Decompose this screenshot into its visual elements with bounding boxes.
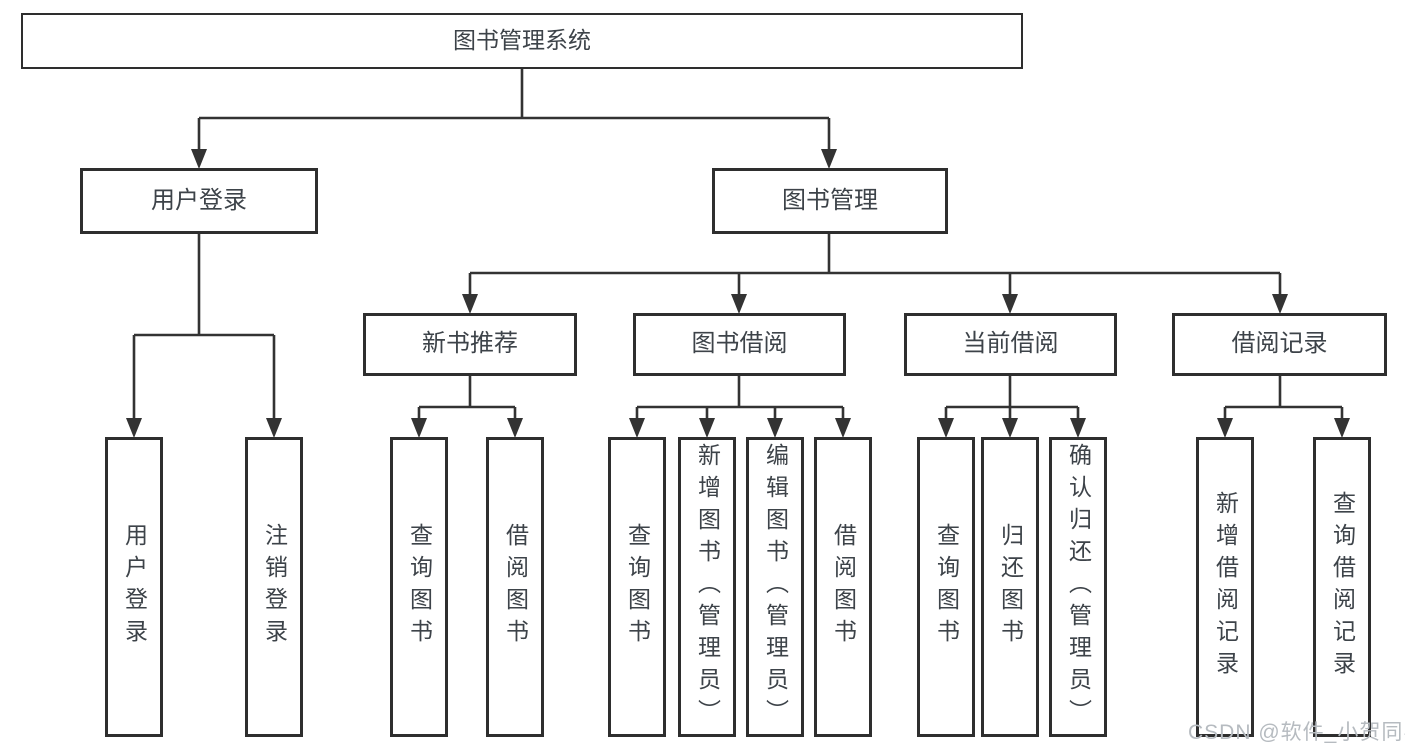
- arrowhead: [1334, 418, 1350, 438]
- node-label: 借阅图书: [830, 523, 857, 651]
- arrowhead: [1070, 418, 1086, 438]
- leaf-query-books-recommend: 查询图书: [390, 437, 448, 737]
- node-borrowing-records: 借阅记录: [1172, 313, 1387, 376]
- arrowhead: [411, 418, 427, 438]
- node-label: 新增借阅记录: [1212, 491, 1239, 683]
- arrowhead: [126, 418, 142, 438]
- arrowhead: [1002, 294, 1018, 314]
- edge-userlogin-to-leaves: [132, 234, 276, 421]
- leaf-add-book-admin: 新增图书（管理员）: [678, 437, 736, 737]
- node-book-management: 图书管理: [712, 168, 948, 234]
- leaf-add-borrow-record: 新增借阅记录: [1196, 437, 1254, 737]
- edge-bookmgmt-to-level3: [468, 234, 1282, 296]
- node-new-book-recommendation: 新书推荐: [363, 313, 577, 376]
- arrowhead: [821, 149, 837, 169]
- node-label: 图书借阅: [691, 330, 788, 358]
- arrowhead: [629, 418, 645, 438]
- node-user-login: 用户登录: [80, 168, 318, 234]
- edge-records-to-leaves: [1223, 376, 1344, 421]
- leaf-logout: 注销登录: [245, 437, 303, 737]
- arrowhead: [462, 294, 478, 314]
- arrowhead: [1217, 418, 1233, 438]
- leaf-query-books-current: 查询图书: [917, 437, 975, 737]
- arrowhead: [767, 418, 783, 438]
- node-label: 新增图书（管理员）: [694, 443, 721, 731]
- node-label: 归还图书: [997, 523, 1024, 651]
- edge-newbook-to-leaves: [417, 376, 517, 421]
- node-library-management-system: 图书管理系统: [21, 13, 1023, 69]
- node-label: 借阅图书: [502, 523, 529, 651]
- edge-borrow-to-leaves: [635, 376, 845, 421]
- arrowhead: [266, 418, 282, 438]
- arrowhead: [1272, 294, 1288, 314]
- leaf-borrow-books-borrow: 借阅图书: [814, 437, 872, 737]
- edge-root-to-level2: [197, 69, 831, 151]
- node-label: 查询图书: [406, 523, 433, 651]
- node-label: 图书管理: [782, 186, 878, 214]
- node-label: 查询借阅记录: [1329, 491, 1356, 683]
- node-label: 编辑图书（管理员）: [762, 443, 789, 731]
- leaf-confirm-return-admin: 确认归还（管理员）: [1049, 437, 1107, 737]
- node-label: 用户登录: [121, 523, 148, 651]
- leaf-query-books-borrow: 查询图书: [608, 437, 666, 737]
- csdn-watermark: CSDN @软件_小贺同学: [1188, 721, 1405, 744]
- leaf-query-borrow-record: 查询借阅记录: [1313, 437, 1371, 737]
- node-label: 用户登录: [151, 186, 247, 214]
- arrowhead: [191, 149, 207, 169]
- leaf-user-login: 用户登录: [105, 437, 163, 737]
- arrowhead: [835, 418, 851, 438]
- arrowhead: [1002, 418, 1018, 438]
- leaf-edit-book-admin: 编辑图书（管理员）: [746, 437, 804, 737]
- node-label: 图书管理系统: [453, 27, 591, 54]
- node-label: 查询图书: [933, 523, 960, 651]
- node-label: 当前借阅: [962, 330, 1059, 358]
- leaf-return-book: 归还图书: [981, 437, 1039, 737]
- node-label: 确认归还（管理员）: [1065, 443, 1092, 731]
- edge-current-to-leaves: [944, 376, 1080, 421]
- node-label: 查询图书: [624, 523, 651, 651]
- arrowhead: [507, 418, 523, 438]
- node-book-borrowing: 图书借阅: [633, 313, 846, 376]
- arrowhead: [938, 418, 954, 438]
- leaf-borrow-books-recommend: 借阅图书: [486, 437, 544, 737]
- arrowhead: [731, 294, 747, 314]
- node-current-borrowing: 当前借阅: [904, 313, 1117, 376]
- node-label: 新书推荐: [422, 330, 518, 358]
- arrowhead: [699, 418, 715, 438]
- node-label: 注销登录: [261, 523, 288, 651]
- node-label: 借阅记录: [1231, 330, 1328, 358]
